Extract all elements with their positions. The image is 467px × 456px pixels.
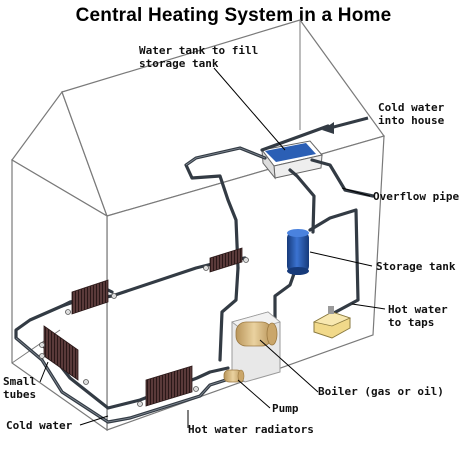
- label-cold-water-in: Cold water into house: [378, 101, 444, 127]
- small-tube-valves: [39, 257, 249, 407]
- hot-water-taps-pipe: [308, 208, 360, 316]
- vertical-feed-pipe: [218, 266, 240, 362]
- leader-storage-tank: [309, 251, 373, 267]
- tank-to-storage-pipe: [288, 168, 316, 234]
- hot-water-tap-fixture: [312, 306, 352, 339]
- leader-lines: [39, 67, 386, 428]
- label-cold-water-in-line1: Cold water: [378, 101, 445, 114]
- label-water-tank-fill: Water tank to fill storage tank: [139, 44, 258, 70]
- leader-small-tubes: [39, 361, 49, 383]
- storage-to-boiler-pipe: [273, 266, 298, 334]
- water-tank-fill: [261, 140, 323, 180]
- leader-water-tank: [213, 67, 286, 151]
- storage-tank: [287, 229, 309, 275]
- pump: [223, 369, 245, 383]
- cold-water-arrow: [322, 116, 369, 134]
- boiler-unit: [231, 311, 281, 383]
- label-hot-water-taps: Hot water to taps: [388, 303, 448, 329]
- radiator-lower: [145, 365, 193, 407]
- leader-boiler: [259, 339, 319, 393]
- label-hot-water-taps-line2: to taps: [388, 316, 435, 329]
- label-small-tubes-line2: tubes: [3, 388, 37, 401]
- label-pump: Pump: [272, 402, 299, 415]
- label-cold-water: Cold water: [6, 419, 73, 432]
- label-small-tubes-line1: Small: [3, 375, 37, 388]
- leader-cold-water: [79, 415, 109, 426]
- label-small-tubes: Small tubes: [3, 375, 36, 401]
- label-hot-water-taps-line1: Hot water: [388, 303, 448, 316]
- cold-water-inlet-pipe: [260, 124, 330, 152]
- diagram-title: Central Heating System in a Home: [75, 5, 392, 26]
- leader-overflow: [341, 187, 371, 197]
- label-water-tank-fill-line1: Water tank to fill: [139, 44, 259, 57]
- label-boiler: Boiler (gas or oil): [318, 385, 444, 398]
- label-hot-water-radiators: Hot water radiators: [188, 423, 314, 436]
- pipe-highlights: [15, 147, 266, 423]
- leader-hot-water: [351, 303, 386, 310]
- leader-pump: [237, 379, 271, 409]
- label-overflow-pipe: Overflow pipe: [373, 190, 460, 203]
- radiator-upper-right: [209, 247, 243, 273]
- left-wall: [11, 158, 108, 432]
- radiators: [43, 247, 243, 407]
- label-storage-tank: Storage tank: [376, 260, 456, 273]
- label-cold-water-in-line2: into house: [378, 114, 445, 127]
- label-water-tank-fill-line2: storage tank: [139, 57, 219, 70]
- radiator-upper-left: [71, 279, 109, 315]
